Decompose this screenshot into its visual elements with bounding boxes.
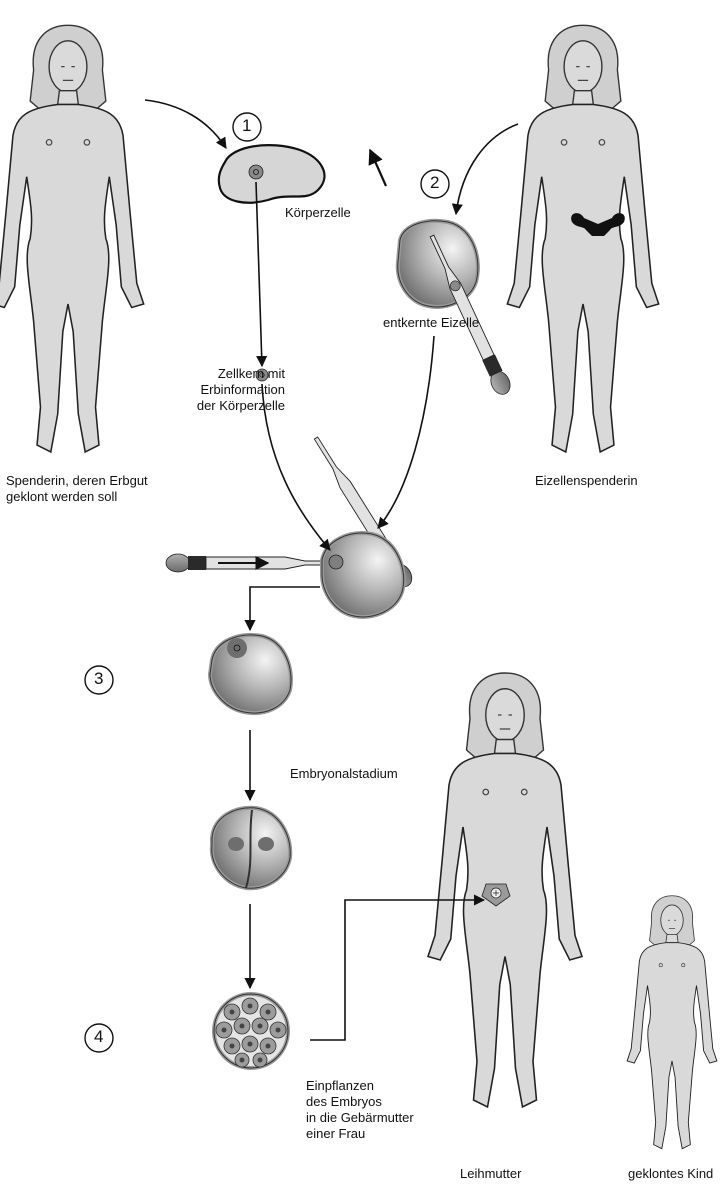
egg-donor-figure xyxy=(507,25,658,452)
egg-donor-label: Eizellenspenderin xyxy=(535,473,638,489)
fused-egg-cell xyxy=(322,533,404,617)
step-1-label: 1 xyxy=(242,118,251,134)
body-cell-label: Körperzelle xyxy=(285,205,351,221)
implant-label: Einpflanzen des Embryos in die Gebärmutt… xyxy=(306,1078,414,1142)
donor-figure xyxy=(0,25,144,452)
extraction-direction-arrow xyxy=(370,150,386,186)
embryo-two-cell xyxy=(212,808,290,888)
arrow-implant xyxy=(310,900,484,1040)
arrow-donor-to-cell xyxy=(145,100,226,148)
embryo-multicell xyxy=(214,994,288,1068)
arrow-cell-to-nucleus xyxy=(256,182,262,366)
surrogate-label: Leihmutter xyxy=(460,1166,521,1182)
nucleus-label: Zellkern mit Erbinformation der Körperze… xyxy=(167,366,285,414)
cloned-child-label: geklontes Kind xyxy=(628,1166,713,1182)
arrow-eggdonor-to-egg xyxy=(456,124,518,214)
arrow-egg-to-fusion xyxy=(378,336,434,528)
body-cell xyxy=(219,145,325,203)
step-2-label: 2 xyxy=(430,175,439,191)
donor-label: Spenderin, deren Erbgut geklont werden s… xyxy=(6,473,148,505)
step-3-label: 3 xyxy=(94,671,103,687)
embryo-zygote xyxy=(210,635,291,713)
arrow-fusion-to-zygote xyxy=(250,587,320,630)
cloned-child-figure xyxy=(627,896,717,1149)
enucleated-egg-label: entkernte Eizelle xyxy=(383,315,479,331)
embryo-stage-label: Embryonalstadium xyxy=(290,766,398,782)
step-4-label: 4 xyxy=(94,1029,103,1045)
